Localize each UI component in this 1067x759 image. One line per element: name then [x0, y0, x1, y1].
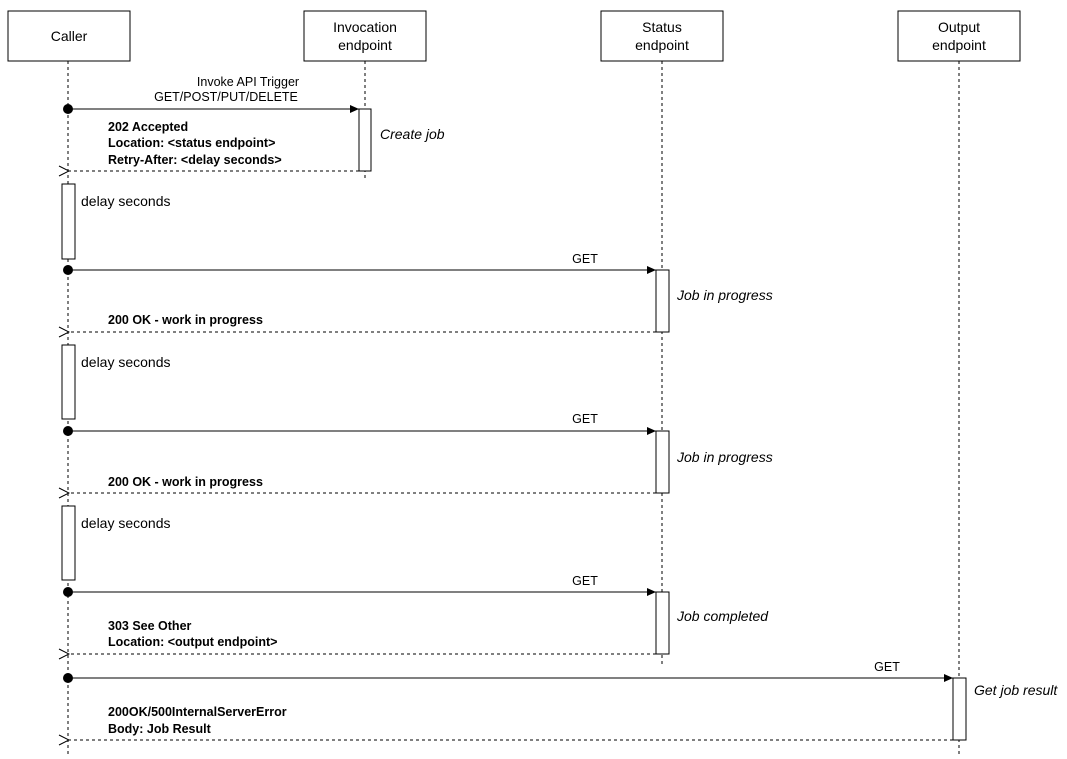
result-label-line2: Body: Job Result — [108, 722, 212, 736]
note-delay-seconds-1: delay seconds — [81, 193, 171, 209]
get-status-2-label: GET — [572, 412, 598, 426]
message-get-status-2: GET — [63, 412, 656, 436]
message-get-status-1: GET — [63, 252, 656, 275]
participant-status-label-line1: Status — [642, 19, 682, 35]
message-200-wip-2: 200 OK - work in progress — [69, 475, 656, 493]
accepted-label-line1: 202 Accepted — [108, 120, 188, 134]
status-activation-2 — [655, 430, 670, 494]
participant-status-endpoint: Status endpoint — [600, 10, 724, 62]
message-200-wip-1: 200 OK - work in progress — [69, 313, 656, 332]
get-output-label: GET — [874, 660, 900, 674]
participant-caller-label: Caller — [51, 28, 88, 44]
invocation-activation — [358, 108, 372, 172]
message-job-result: 200OK/500InternalServerError Body: Job R… — [69, 705, 953, 740]
wip-2-label: 200 OK - work in progress — [108, 475, 263, 489]
note-job-completed: Job completed — [676, 608, 769, 624]
see-other-label-line2: Location: <output endpoint> — [108, 635, 277, 649]
message-303-see-other: 303 See Other Location: <output endpoint… — [69, 619, 656, 654]
wip-1-label: 200 OK - work in progress — [108, 313, 263, 327]
caller-delay-activation-3 — [61, 505, 76, 581]
get-status-1-label: GET — [572, 252, 598, 266]
note-delay-seconds-3: delay seconds — [81, 515, 171, 531]
note-get-job-result: Get job result — [974, 682, 1058, 698]
note-job-in-progress-1: Job in progress — [676, 287, 773, 303]
invoke-label-line1: Invoke API Trigger — [197, 75, 299, 89]
invoke-label-line2: GET/POST/PUT/DELETE — [154, 90, 298, 104]
status-activation-3 — [655, 591, 670, 655]
participant-status-label-line2: endpoint — [635, 37, 689, 53]
participant-caller: Caller — [7, 10, 131, 62]
accepted-label-line2: Location: <status endpoint> — [108, 136, 275, 150]
status-activation-1 — [655, 269, 670, 333]
note-delay-seconds-2: delay seconds — [81, 354, 171, 370]
message-invoke: Invoke API Trigger GET/POST/PUT/DELETE — [63, 75, 359, 114]
message-get-output: GET — [63, 660, 953, 683]
result-label-line1: 200OK/500InternalServerError — [108, 705, 287, 719]
participant-output-label-line1: Output — [938, 19, 980, 35]
caller-delay-activation-2 — [61, 344, 76, 420]
accepted-label-line3: Retry-After: <delay seconds> — [108, 153, 282, 167]
caller-delay-activation-1 — [61, 183, 76, 260]
message-202-accepted: 202 Accepted Location: <status endpoint>… — [69, 120, 359, 171]
participant-invocation-label-line1: Invocation — [333, 19, 397, 35]
see-other-label-line1: 303 See Other — [108, 619, 192, 633]
participant-invocation-label-line2: endpoint — [338, 37, 392, 53]
note-job-in-progress-2: Job in progress — [676, 449, 773, 465]
participant-invocation-endpoint: Invocation endpoint — [303, 10, 427, 62]
participant-output-label-line2: endpoint — [932, 37, 986, 53]
participant-output-endpoint: Output endpoint — [897, 10, 1021, 62]
output-activation — [952, 677, 967, 741]
message-get-status-3: GET — [63, 574, 656, 597]
get-status-3-label: GET — [572, 574, 598, 588]
note-create-job: Create job — [380, 126, 445, 142]
